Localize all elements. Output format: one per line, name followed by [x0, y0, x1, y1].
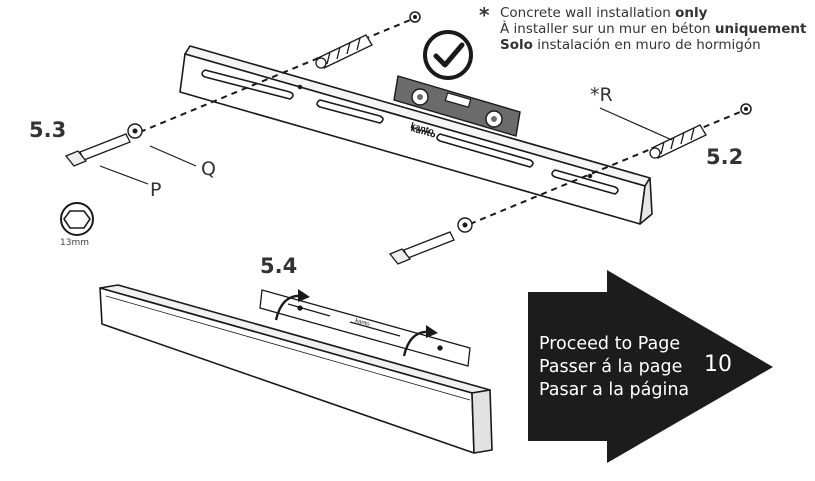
notice-line-fr: À installer sur un mur en béton uniqueme…: [500, 22, 806, 37]
screw-head-top: [409, 11, 421, 23]
bolt-right: [388, 231, 455, 265]
socket-size-label: 13mm: [60, 238, 89, 248]
washer-right: [457, 217, 473, 233]
spirit-level: [393, 75, 521, 137]
callout-lines: [99, 107, 673, 185]
notice-es-text: instalación en muro de hormigón: [532, 37, 761, 53]
rotate-arrow-right: [402, 325, 438, 357]
proceed-line-es: Pasar a la página: [539, 380, 690, 400]
notice-es-bold: Solo: [500, 37, 533, 53]
wall-anchor-left: [315, 34, 373, 69]
guide-lines: [139, 17, 746, 225]
washer-left: [127, 123, 143, 139]
bolt-left: [64, 133, 131, 167]
part-label-r: *R: [590, 84, 613, 106]
step-5-3: 5.3: [29, 118, 67, 142]
notice-asterisk: *: [479, 3, 490, 27]
wall-bracket: [179, 45, 653, 225]
proceed-page-number: 10: [704, 352, 732, 377]
notice-line-en: Concrete wall installation only: [500, 6, 707, 21]
hex-socket-icon: [60, 202, 94, 236]
check-icon: [423, 30, 473, 80]
proceed-line-fr: Passer á la page: [539, 357, 683, 377]
notice-fr-text: À installer sur un mur en béton: [500, 21, 715, 37]
step-5-4: 5.4: [260, 254, 298, 278]
part-label-q: Q: [201, 158, 216, 180]
screw-head-right: [740, 103, 752, 115]
wall-anchor-right: [649, 124, 707, 159]
notice-line-es: Solo instalación en muro de hormigón: [500, 38, 761, 53]
step-5-2: 5.2: [706, 145, 744, 169]
proceed-arrow: [528, 270, 773, 463]
notice-en-text: Concrete wall installation: [500, 5, 676, 21]
proceed-line-en: Proceed to Page: [539, 334, 681, 354]
part-label-p: P: [150, 179, 162, 201]
soundbar-bracket: [259, 289, 471, 367]
rotate-arrow-left: [274, 289, 310, 321]
notice-en-bold: only: [675, 5, 708, 21]
notice-fr-bold: uniquement: [714, 21, 807, 37]
soundbar: [99, 284, 493, 454]
small-bracket-brand: kanto: [354, 318, 370, 328]
